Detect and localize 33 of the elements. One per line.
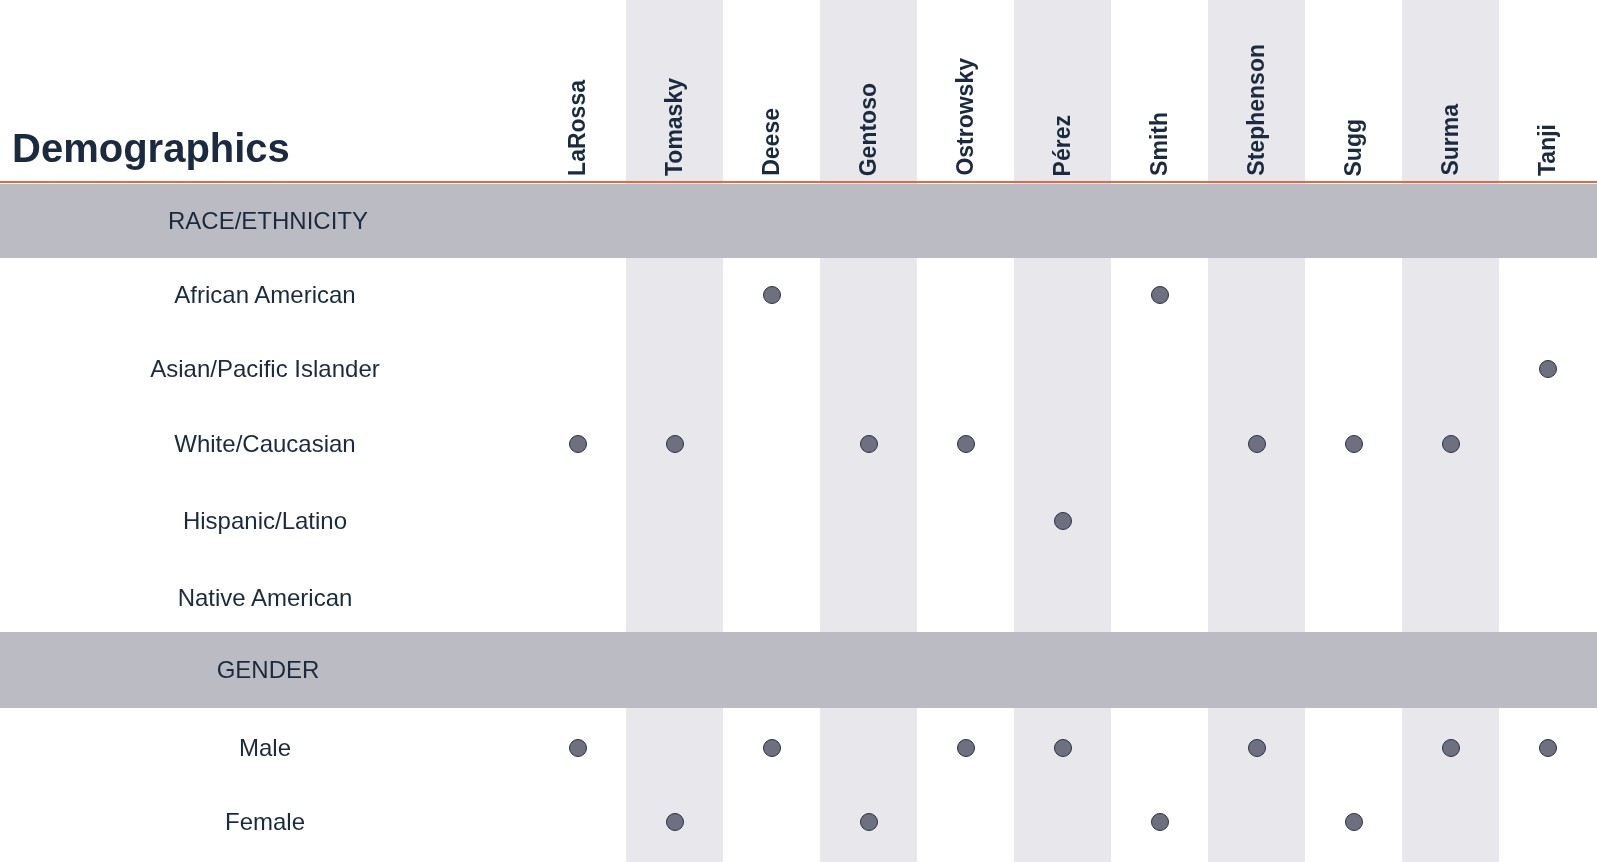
dot-marker [1538,739,1557,757]
column-header: LaRossa [563,80,591,176]
column-header: Stephenson [1242,44,1270,176]
row-label: Native American [177,584,353,612]
section-heading: RACE/ETHNICITY [168,207,368,235]
column-header: Sugg [1339,118,1367,176]
title: Demographics [12,126,290,171]
section-heading: GENDER [216,656,320,684]
column-header: Pérez [1048,114,1076,176]
column-header: Surma [1436,104,1464,176]
dot-marker [956,435,975,453]
column-header: Tanji [1533,124,1561,176]
row-label: Male [239,734,291,762]
row-label: Female [225,808,305,836]
column-header: Tomasky [660,78,688,176]
dot-marker [1344,435,1363,453]
column-header: Smith [1145,112,1173,176]
dot-marker [762,286,781,304]
column-header: Gentoso [854,82,882,176]
dot-marker [1150,286,1169,304]
column-header: Deese [757,108,785,176]
dot-marker [1150,813,1169,831]
dot-marker [762,739,781,757]
dot-marker [1538,360,1557,378]
dot-marker [1344,813,1363,831]
row-label: White/Caucasian [174,430,356,458]
dot-marker [956,739,975,757]
row-label: Asian/Pacific Islander [150,355,380,383]
row-label: African American [174,281,356,309]
dot-marker [568,435,587,453]
dot-marker [568,739,587,757]
row-label: Hispanic/Latino [182,507,348,535]
column-header: Ostrowsky [951,58,979,176]
